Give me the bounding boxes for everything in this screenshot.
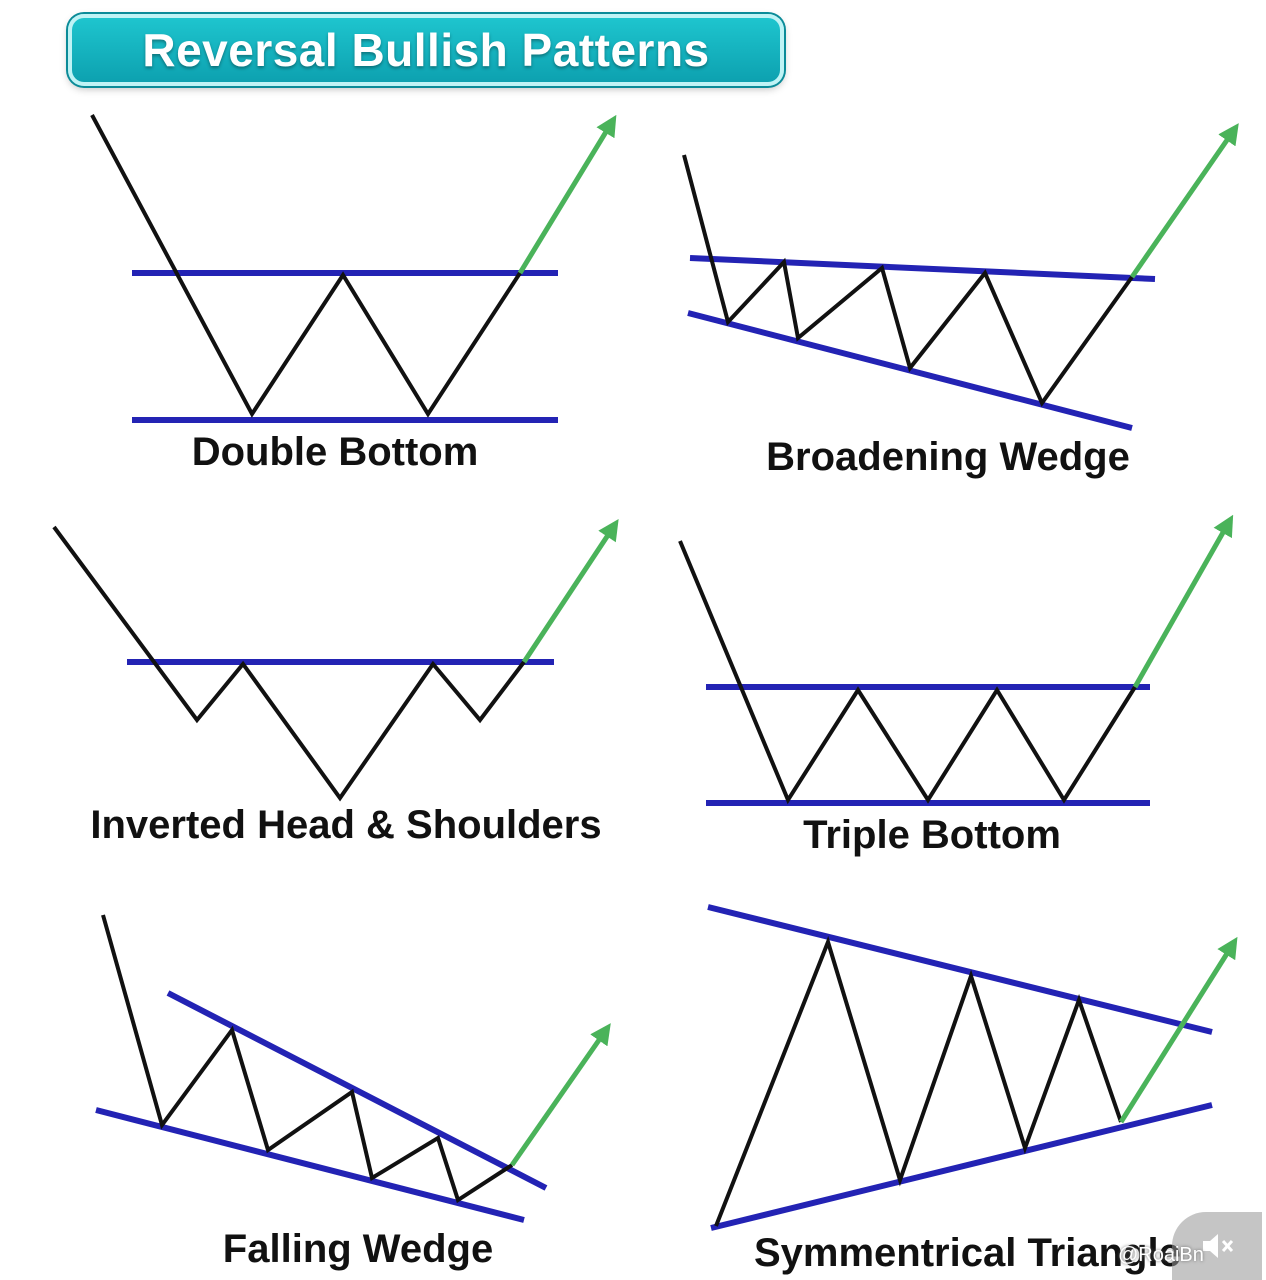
upper-trend-line [166,990,548,1191]
watermark-text: @RoaiBn [1118,1243,1204,1266]
broadening-wedge-pattern: Broadening Wedge [682,123,1239,479]
price-path [52,525,526,802]
falling-wedge-label: Falling Wedge [223,1227,493,1271]
falling-wedge-pattern: Falling Wedge [95,914,611,1271]
triple-bottom-pattern: Triple Bottom [678,514,1234,857]
inverted-head-shoulders-label: Inverted Head & Shoulders [90,803,601,847]
upper-trend-line [689,255,1156,282]
lower-trend-line [95,1107,525,1223]
breakout-arrow [1132,514,1234,689]
page-title: Reversal Bullish Patterns [142,24,710,76]
mute-button[interactable] [1172,1212,1262,1280]
double-bottom-label: Double Bottom [192,430,479,474]
breakout-arrow [1118,936,1238,1124]
price-path [682,154,1134,408]
double-bottom-pattern: Double Bottom [90,114,617,474]
inverted-head-shoulders-pattern: Inverted Head & Shoulders [52,518,619,847]
price-path [90,114,522,418]
title-badge: Reversal Bullish Patterns [68,14,784,86]
broadening-wedge-label: Broadening Wedge [766,435,1130,479]
mute-speaker-icon [1203,1234,1234,1258]
symmetrical-triangle-label: Symmentrical Triangle [754,1231,1181,1275]
upper-trend-line [707,904,1213,1035]
breakout-arrow [1129,123,1239,279]
lower-trend-line [710,1102,1213,1231]
price-path [678,540,1137,805]
price-path [714,935,1123,1227]
breakout-arrow [517,114,617,275]
breakout-arrow [509,1023,611,1167]
triple-bottom-label: Triple Bottom [803,813,1061,857]
symmetrical-triangle-pattern: Symmentrical Triangle [707,904,1238,1275]
watermark: @RoaiBn [1118,1240,1204,1270]
breakout-arrow [521,518,619,664]
price-path [101,914,514,1204]
